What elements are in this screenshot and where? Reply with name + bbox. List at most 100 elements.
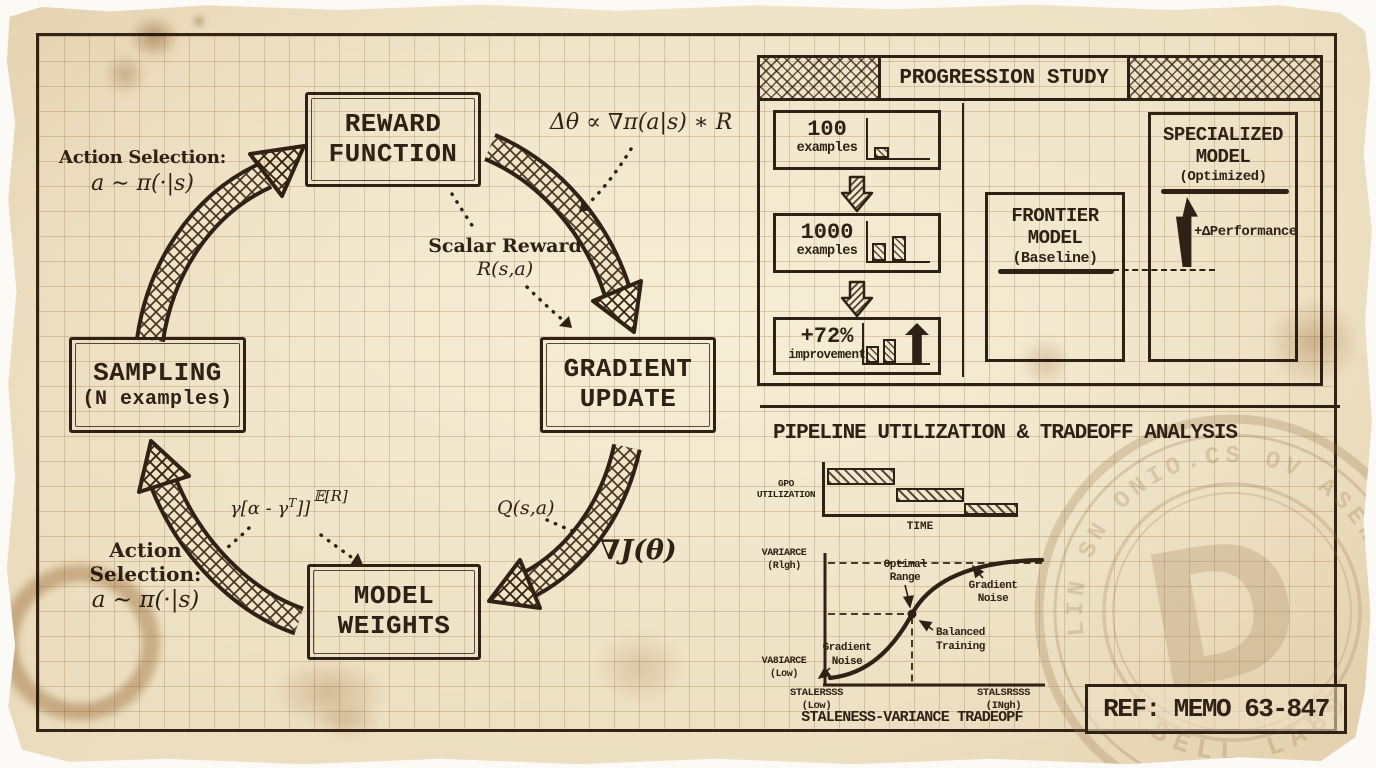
step-text: 100 examples	[780, 117, 874, 157]
bar	[872, 243, 886, 261]
progression-title: PROGRESSION STUDY	[878, 58, 1130, 98]
axis-label-line: (Rlgh)	[767, 560, 801, 572]
annotation-optimal: Range	[890, 572, 921, 584]
node-label: SAMPLING	[93, 357, 222, 388]
baseline-performance-bar	[998, 269, 1114, 274]
axis-label-line: (Low)	[801, 700, 832, 713]
policy-sample-formula: a ∼ π(·|s)	[91, 587, 200, 613]
progression-header: PROGRESSION STUDY	[760, 58, 1320, 101]
annotation-optimal: Optimal	[884, 559, 928, 571]
axis-label-line: STALSRSSS	[976, 687, 1031, 699]
scalar-reward-text: Scalar Reward	[428, 235, 582, 257]
down-arrow-icon	[840, 175, 874, 213]
annotation-noise-low: Gradient	[823, 642, 872, 654]
axis-label-line: VARIARCE	[761, 548, 807, 559]
step-card-1000-examples: 1000 examples	[773, 213, 941, 273]
balance-point-marker	[907, 609, 917, 619]
annotation-noise-low: Noise	[832, 656, 863, 668]
annotation-arrow-balanced	[918, 620, 934, 632]
bar	[892, 236, 906, 261]
stamp-ring	[1053, 433, 1372, 765]
annotation-balanced: Balanced	[936, 627, 985, 639]
annotation-balanced: Training	[936, 641, 985, 653]
annotation-noise-high: Gradient	[969, 580, 1018, 592]
node-label: WEIGHTS	[337, 611, 451, 641]
bar	[866, 346, 879, 363]
node-label: (N examples)	[82, 388, 233, 412]
frontier-qualifier: (Baseline)	[1012, 249, 1098, 267]
reference-memo-box: REF: MEMO 63-847	[1085, 684, 1347, 734]
gamma-exponent: T	[288, 496, 297, 510]
coffee-stain	[190, 12, 208, 30]
gpu-label-line: UTILIZATION	[756, 488, 816, 500]
section-divider-rule	[760, 405, 1340, 408]
gamma-formula-close: ]]	[296, 498, 311, 519]
node-sampling: SAMPLING (N examples)	[69, 337, 246, 433]
variance-low-label: VA8IARCE (Low)	[753, 656, 815, 681]
action-text: Action	[109, 538, 182, 562]
annotation-noise-high: Noise	[978, 593, 1009, 605]
specialized-model-card: SPECIALIZED MODEL (Optimized)	[1148, 112, 1298, 362]
variance-high-label: VARIARCE (Rlgh)	[753, 548, 815, 573]
gamma-formula-base: γ[α - γ	[230, 498, 289, 519]
gamma-formula: γ[α - γT]]𝔼[R]	[230, 487, 348, 520]
mini-bar-chart	[866, 118, 930, 160]
pipeline-stage-bar	[964, 503, 1018, 515]
step-label: improvement	[788, 348, 866, 363]
specialized-qualifier: (Optimized)	[1179, 168, 1267, 185]
step-value: 1000	[800, 220, 854, 245]
action-selection-bottom: Action Selection: a ∼ π(·|s)	[58, 538, 233, 615]
action-selection-text: Action Selection:	[59, 147, 226, 168]
step-card-improvement: +72% improvement	[773, 317, 941, 375]
selection-text: Selection:	[89, 562, 202, 586]
step-text: 1000 examples	[780, 220, 874, 260]
policy-sample-formula: a ∼ π(·|s)	[91, 170, 194, 196]
specialized-name: SPECIALIZED	[1163, 124, 1283, 146]
node-reward-function: REWARD FUNCTION	[305, 92, 481, 187]
reference-memo-text: REF: MEMO 63-847	[1103, 694, 1330, 724]
node-label: FUNCTION	[328, 138, 458, 169]
step-label: examples	[796, 244, 858, 260]
node-label: MODEL	[353, 581, 435, 612]
staleness-high-label: STALSRSSS (INgh)	[961, 687, 1046, 713]
baseline-dashed-line	[1113, 269, 1215, 271]
node-label: GRADIENT	[563, 354, 693, 385]
delta-performance-label: +ΔPerformance	[1194, 224, 1297, 240]
annotation-arrow-noise-low	[817, 666, 832, 679]
tradeoff-chart: Optimal Range Gradient Noise Balanced Tr…	[817, 553, 1045, 687]
axis-label-line: VA8IARCE	[761, 656, 807, 667]
reward-formula: R(s,a)	[476, 257, 534, 280]
update-rule-formula: Δθ ∝ ∇π(a|s) ∗ R	[550, 110, 733, 135]
node-label: REWARD	[344, 108, 442, 139]
node-gradient-update: GRADIENT UPDATE	[540, 337, 716, 433]
step-value: 100	[807, 117, 847, 142]
bar	[883, 339, 896, 363]
panel-divider-line	[962, 103, 964, 377]
down-arrow-icon	[840, 280, 874, 318]
header-hatch-right	[1130, 58, 1320, 98]
step-value: +72%	[800, 324, 854, 349]
mini-bar-chart	[866, 221, 930, 263]
time-axis-label: TIME	[906, 521, 934, 533]
pipeline-section-title: PIPELINE UTILIZATION & TRADEOFF ANALYSIS	[772, 422, 1238, 445]
bar	[874, 147, 889, 158]
q-value-formula: Q(s,a)	[497, 497, 555, 519]
step-card-100-examples: 100 examples	[773, 110, 941, 170]
step-label: examples	[796, 141, 858, 157]
mini-bar-chart	[862, 323, 930, 365]
action-selection-top: Action Selection: a ∼ π(·|s)	[45, 147, 240, 197]
header-hatch-left	[760, 58, 878, 98]
annotation-arrow-optimal	[902, 584, 914, 609]
gpu-utilization-axis-label: GPO UTILIZATION	[754, 478, 818, 501]
progression-study-panel: PROGRESSION STUDY 100 examples 1000 exam…	[757, 55, 1323, 386]
gradient-objective-formula: ∇J(θ)	[600, 535, 677, 566]
frontier-model-card: FRONTIER MODEL (Baseline)	[985, 192, 1125, 362]
expected-reward-superscript: 𝔼[R]	[313, 487, 348, 505]
up-arrow-icon	[905, 323, 929, 363]
staleness-low-label: STALERSSS (Low)	[774, 687, 859, 713]
pipeline-stage-bar	[827, 468, 895, 485]
axis-label-line: (Low)	[769, 668, 798, 680]
scalar-reward-label: Scalar Reward R(s,a)	[420, 235, 590, 281]
frontier-name: MODEL	[1027, 227, 1083, 250]
